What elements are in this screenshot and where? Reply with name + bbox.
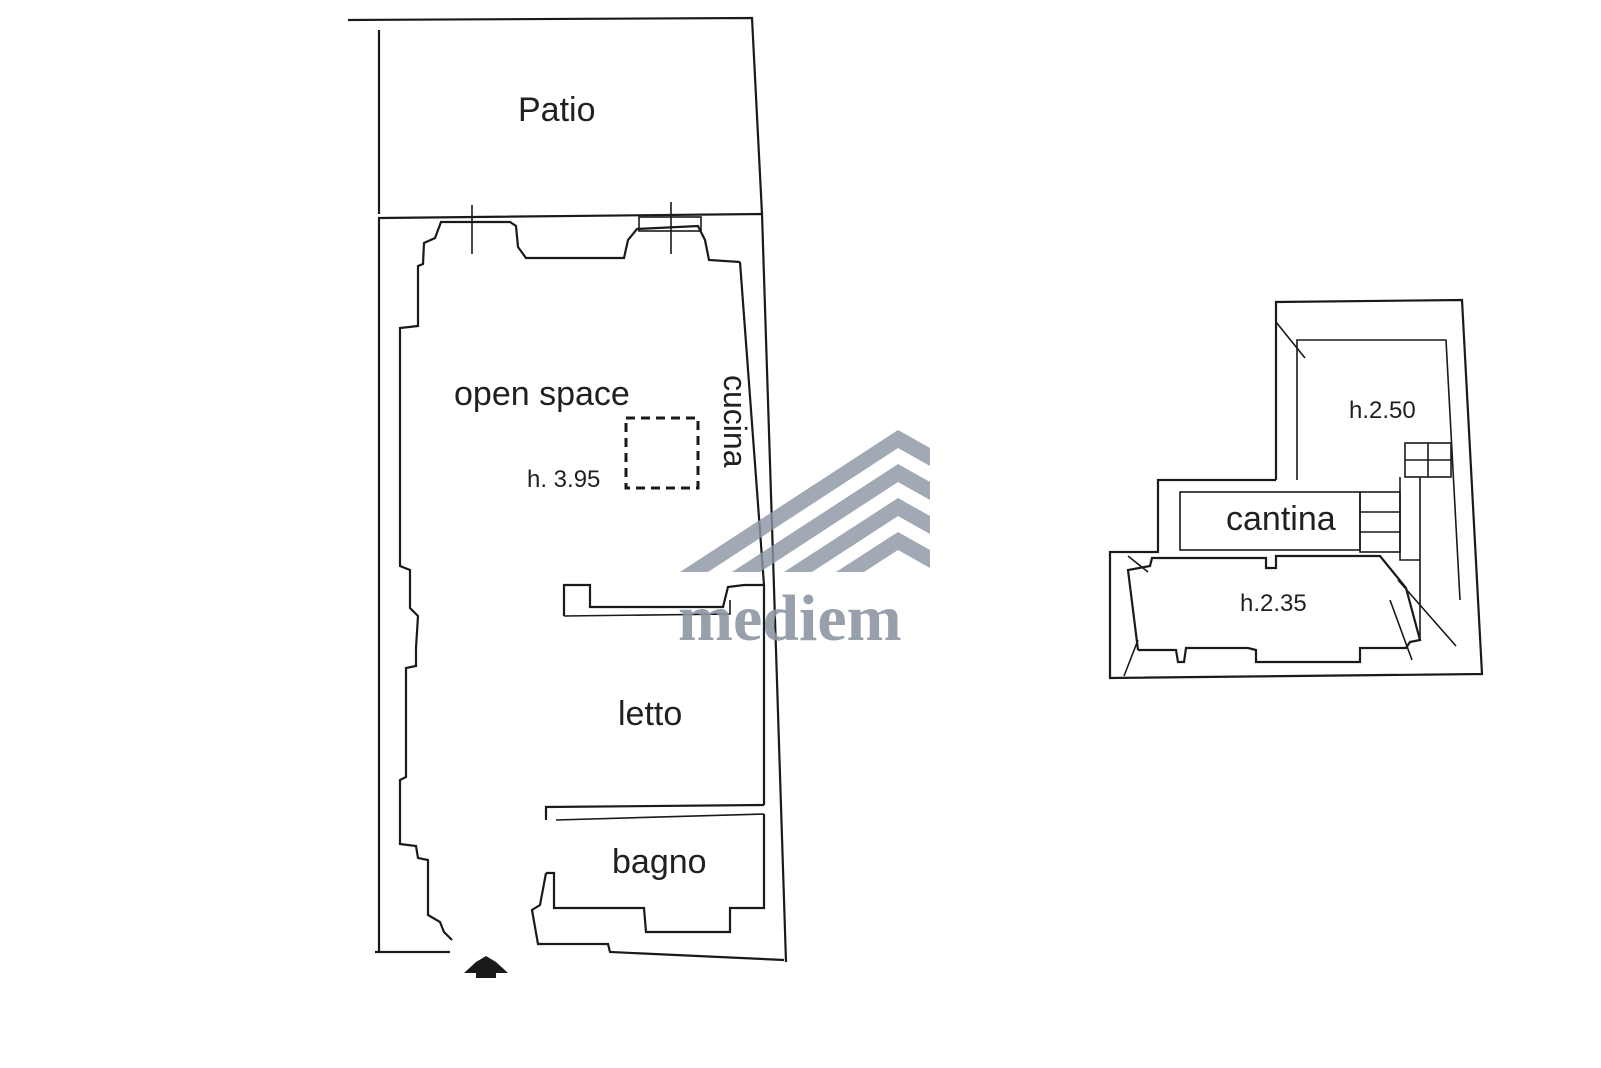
cellar-upper-corner <box>1275 321 1306 359</box>
watermark-chevron-1 <box>680 430 930 572</box>
watermark-chevron-4 <box>836 532 930 572</box>
outer-perimeter <box>377 212 788 963</box>
bagno-outer <box>530 872 785 962</box>
room-label-open-space: open space <box>454 375 630 413</box>
inner-wall-top <box>398 220 741 941</box>
entrance-arrow-icon <box>464 956 508 978</box>
watermark-logo: mediem <box>678 430 930 655</box>
room-label-letto: letto <box>618 695 682 733</box>
room-label-patio: Patio <box>518 91 596 129</box>
cellar-diagonal-1 <box>1127 555 1149 573</box>
partition-open-letto <box>562 583 764 616</box>
height-main: h. 3.95 <box>527 466 600 493</box>
room-label-cantina: cantina <box>1226 500 1336 538</box>
watermark-chevron-3 <box>784 498 930 572</box>
height-cellar-upper: h.2.50 <box>1349 397 1416 424</box>
room-label-cucina: cucina <box>717 375 753 468</box>
height-cellar-lower: h.2.35 <box>1240 590 1307 617</box>
cellar-lower-room <box>1126 554 1422 664</box>
cellar-diagonal-4 <box>1389 599 1413 661</box>
partition-letto-bagno <box>544 803 765 820</box>
cellar-diagonal-3 <box>1397 579 1457 647</box>
cellar-diagonal-2 <box>1123 639 1139 677</box>
room-label-bagno: bagno <box>612 843 707 881</box>
main-unit <box>347 16 788 978</box>
watermark-chevron-2 <box>732 464 930 572</box>
cellar-outer-perimeter <box>1108 298 1484 680</box>
partition-letto-bagno-inner <box>555 813 765 821</box>
patio-outline <box>347 16 764 215</box>
cucina-dashed-element <box>624 416 700 490</box>
cellar-stairs <box>1359 442 1452 640</box>
cellar-unit <box>1108 298 1484 680</box>
cellar-upper-room <box>1296 339 1461 601</box>
watermark-brand: mediem <box>678 582 902 655</box>
window-sill-right <box>638 216 702 232</box>
partition-open-letto-inner <box>563 600 731 617</box>
bagno-outline <box>546 814 766 934</box>
